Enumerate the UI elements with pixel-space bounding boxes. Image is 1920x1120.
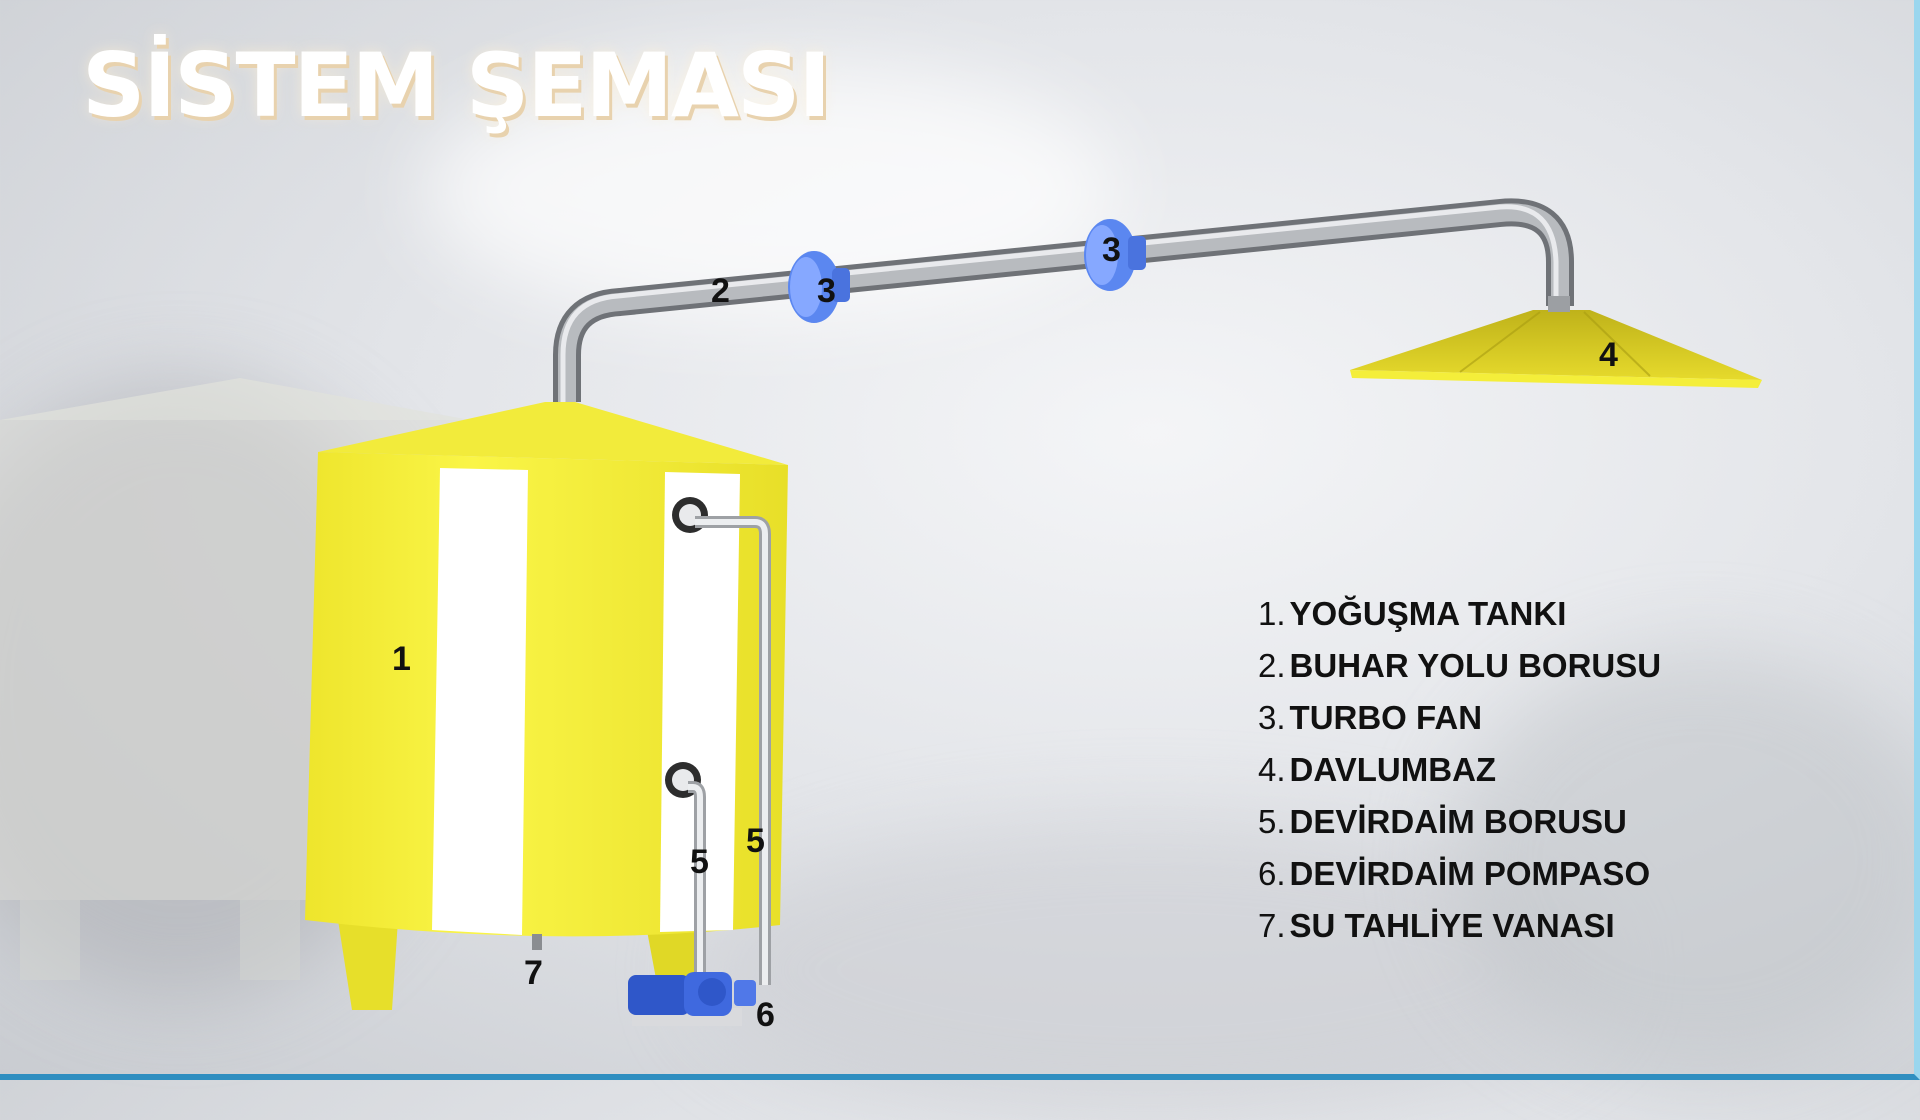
legend-label: DEVİRDAİM BORUSU [1289,803,1627,840]
legend-item: 2.BUHAR YOLU BORUSU [1258,640,1661,692]
system-diagram: 1 2 3 3 4 5 5 6 7 [305,198,1762,1034]
legend-number: 2. [1258,647,1286,684]
legend-label: TURBO FAN [1289,699,1483,736]
legend-label: YOĞUŞMA TANKI [1289,595,1567,632]
legend-label: BUHAR YOLU BORUSU [1289,647,1662,684]
legend-label: SU TAHLİYE VANASI [1289,907,1615,944]
legend-label: DEVİRDAİM POMPASO [1289,855,1651,892]
drain-valve [532,934,542,950]
circulation-pump [628,972,756,1026]
legend-item: 5.DEVİRDAİM BORUSU [1258,796,1661,848]
background-fog [1450,650,1920,1070]
slide-frame [0,0,1920,1080]
legend-label: DAVLUMBAZ [1289,751,1497,788]
legend-item: 4.DAVLUMBAZ [1258,744,1661,796]
legend-number: 3. [1258,699,1286,736]
legend-item: 6.DEVİRDAİM POMPASO [1258,848,1661,900]
hood [1350,296,1762,388]
circulation-pipes [688,516,771,985]
legend-number: 7. [1258,907,1286,944]
legend-number: 5. [1258,803,1286,840]
callout-6: 6 [756,996,775,1034]
turbo-fan-right [1084,219,1146,291]
legend-number: 4. [1258,751,1286,788]
page-title: SİSTEM ŞEMASI [82,34,831,137]
legend-item: 3.TURBO FAN [1258,692,1661,744]
legend: 1.YOĞUŞMA TANKI 2.BUHAR YOLU BORUSU 3.TU… [1258,588,1661,952]
turbo-fan-left [788,251,850,323]
callout-1: 1 [392,640,411,678]
callout-3: 3 [1102,231,1121,269]
legend-item: 7.SU TAHLİYE VANASI [1258,900,1661,952]
steam-pipe [553,198,1574,402]
callout-7: 7 [524,954,543,992]
callout-2: 2 [711,272,730,310]
callout-3: 3 [817,272,836,310]
legend-item: 1.YOĞUŞMA TANKI [1258,588,1661,640]
callout-5: 5 [690,843,709,881]
legend-number: 1. [1258,595,1286,632]
legend-number: 6. [1258,855,1286,892]
callout-5: 5 [746,822,765,860]
callout-4: 4 [1599,336,1618,374]
